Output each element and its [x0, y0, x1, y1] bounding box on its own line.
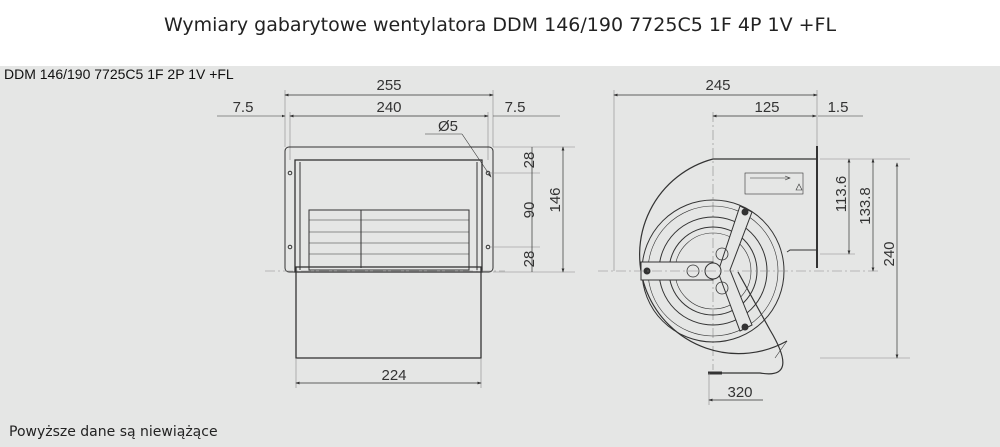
dim-overall-height: 240 — [881, 241, 898, 266]
page-title: Wymiary gabarytowe wentylatora DDM 146/1… — [163, 14, 837, 36]
dim-cable-length: 320 — [727, 384, 752, 401]
side-view — [598, 90, 910, 405]
dim-inner-width: 240 — [376, 99, 401, 116]
drawing-panel — [0, 66, 1000, 447]
dim-hole-diameter: Ø5 — [438, 118, 458, 135]
dim-bottom-offset: 28 — [521, 251, 538, 268]
dim-axis-height: 133.8 — [857, 187, 874, 225]
dim-overall-width: 255 — [376, 77, 401, 94]
dim-flange-height: 146 — [547, 187, 564, 212]
dim-outlet-height: 113.6 — [833, 176, 850, 212]
dim-top-offset: 28 — [521, 152, 538, 169]
dim-axis-to-flange: 125 — [754, 99, 779, 116]
dim-flange-thickness: 1.5 — [828, 99, 849, 116]
disclaimer: Powyższe dane są niewiążące — [9, 424, 218, 440]
dim-side-overall-width: 245 — [705, 77, 730, 94]
dim-margin-left: 7.5 — [233, 99, 254, 116]
dim-housing-width: 224 — [381, 367, 406, 384]
dim-margin-right: 7.5 — [505, 99, 526, 116]
model-label: DDM 146/190 7725C5 1F 2P 1V +FL — [4, 66, 234, 82]
front-view — [217, 90, 575, 388]
dim-hole-spacing: 90 — [521, 202, 538, 219]
